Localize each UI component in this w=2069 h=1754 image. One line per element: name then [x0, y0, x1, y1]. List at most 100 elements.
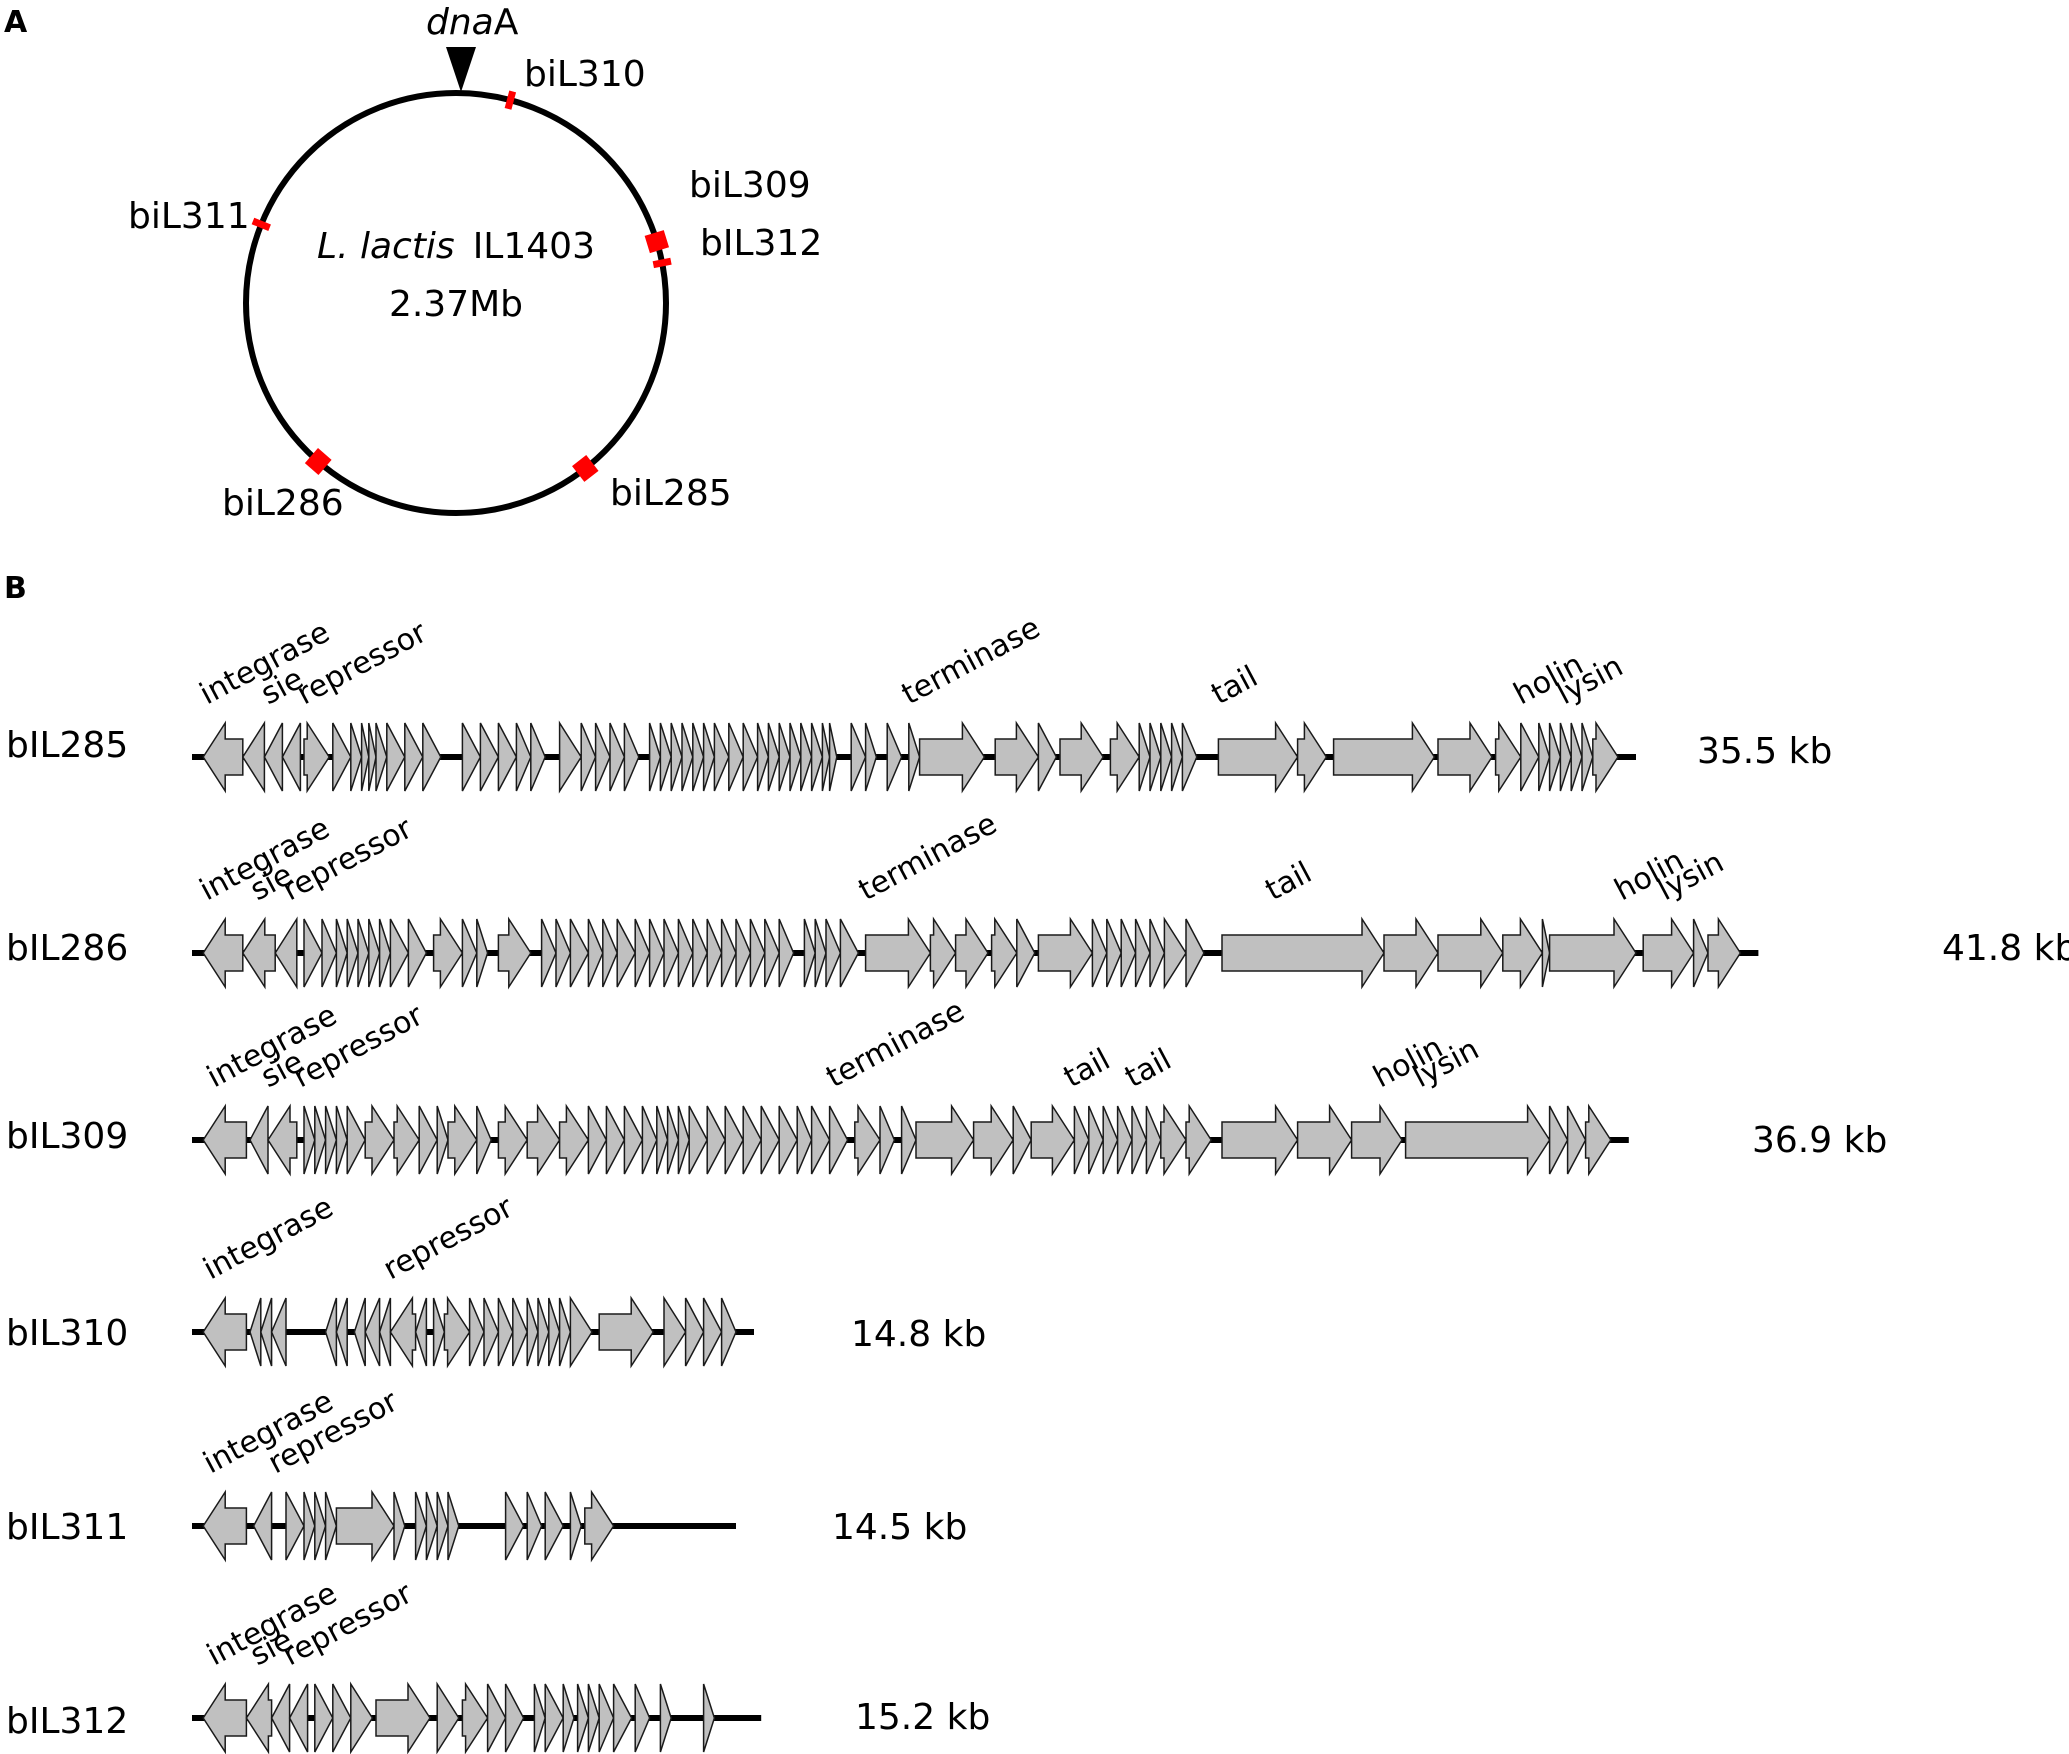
gene-arrow	[504, 1683, 525, 1753]
gene-arrow	[202, 1295, 248, 1369]
gene-arrow	[1116, 1105, 1133, 1175]
gene-arrow	[1296, 1103, 1353, 1177]
gene-arrow	[544, 1683, 565, 1753]
gene-arrow	[778, 1105, 799, 1175]
gene-arrow	[324, 1105, 338, 1175]
gene-arrow	[1548, 916, 1637, 990]
gene-arrow	[864, 722, 878, 792]
gene-arrow	[1538, 722, 1551, 792]
gene-arrow	[486, 1683, 507, 1753]
gene-arrow	[767, 722, 780, 792]
gene-arrow	[692, 722, 705, 792]
gene-arrow	[1548, 722, 1562, 792]
gene-arrow	[803, 918, 816, 988]
gene-arrow	[436, 1491, 449, 1561]
gene-arrow	[1350, 1103, 1403, 1177]
gene-arrow	[245, 1681, 273, 1754]
prophage-name-bil286: bIL286	[6, 928, 128, 969]
origin-gene-label: dnaA	[426, 2, 519, 43]
gene-arrow	[202, 1489, 248, 1563]
gene-arrow	[648, 918, 665, 988]
gene-arrow	[569, 1491, 582, 1561]
gene-arrow	[659, 722, 672, 792]
gene-arrow	[1642, 916, 1695, 990]
gene-arrow	[285, 1491, 305, 1561]
gene-arrow	[1570, 722, 1583, 792]
site-mark-bil311	[251, 217, 271, 231]
gene-arrow	[404, 722, 424, 792]
gene-label-tail: tail	[1119, 1042, 1177, 1095]
gene-arrow	[360, 722, 370, 792]
gene-arrow	[742, 722, 759, 792]
gene-arrow	[1592, 720, 1619, 794]
gene-arrow	[728, 722, 745, 792]
gene-arrow	[357, 918, 370, 988]
gene-arrow	[202, 916, 244, 990]
gene-label-tail: tail	[1260, 855, 1318, 908]
gene-arrow	[584, 1489, 615, 1563]
gene-arrow	[303, 1105, 316, 1175]
gene-arrow	[580, 722, 597, 792]
gene-arrow	[1012, 1105, 1033, 1175]
gene-arrow	[1120, 918, 1137, 988]
gene-arrow	[735, 918, 752, 988]
gene-arrow	[663, 1295, 687, 1369]
prophage-name-bil312: bIL312	[6, 1701, 128, 1742]
gene-arrow	[1145, 1105, 1162, 1175]
gene-arrow	[512, 1297, 529, 1367]
gene-arrow	[364, 1103, 395, 1177]
gene-arrow	[461, 1681, 489, 1754]
gene-arrow	[972, 1103, 1015, 1177]
gene-arrow	[850, 722, 867, 792]
origin-gene-italic: dna	[426, 2, 494, 43]
gene-arrow	[252, 1491, 273, 1561]
gene-arrow	[681, 722, 694, 792]
site-label-bil285: biL285	[610, 473, 732, 514]
gene-arrow	[1091, 918, 1108, 988]
gene-arrow	[1181, 722, 1198, 792]
gene-arrow	[692, 918, 709, 988]
gene-arrow	[569, 1295, 593, 1369]
gene-arrow	[1221, 1103, 1299, 1177]
gene-arrow	[389, 918, 410, 988]
gene-arrow	[713, 722, 730, 792]
gene-arrow	[497, 1103, 529, 1177]
gene-arrow	[908, 722, 921, 792]
gene-arrow	[1332, 720, 1436, 794]
gene-arrow	[839, 918, 860, 988]
gene-arrow	[548, 1297, 561, 1367]
gene-arrow	[321, 918, 338, 988]
gene-arrow	[544, 1491, 565, 1561]
gene-arrow	[677, 1105, 690, 1175]
gene-arrow	[418, 1105, 439, 1175]
gene-arrow	[1185, 1103, 1213, 1177]
gene-arrow	[764, 918, 781, 988]
gene-arrow	[335, 918, 348, 988]
prophage-size-bil312: 15.2 kb	[855, 1697, 990, 1738]
gene-arrow	[684, 1297, 705, 1367]
gene-arrow	[303, 720, 331, 794]
prophage-name-bil311: bIL311	[6, 1507, 128, 1548]
gene-arrow	[260, 1297, 273, 1367]
gene-label-terminase: terminase	[821, 993, 971, 1095]
gene-arrow	[1707, 916, 1742, 990]
gene-arrow	[335, 1297, 348, 1367]
gene-arrow	[540, 918, 557, 988]
gene-arrow	[742, 1105, 763, 1175]
gene-arrow	[1160, 722, 1173, 792]
gene-label-terminase: terminase	[853, 806, 1003, 908]
gene-arrow	[526, 1297, 539, 1367]
gene-arrow	[497, 916, 532, 990]
gene-arrow	[1584, 1103, 1612, 1177]
gene-arrow	[814, 918, 827, 988]
gene-arrow	[461, 722, 482, 792]
gene-arrow	[702, 722, 716, 792]
gene-arrow	[609, 722, 626, 792]
gene-arrow	[504, 1491, 525, 1561]
gene-arrow	[303, 1491, 316, 1561]
site-mark-bil312	[652, 257, 672, 269]
site-mark-bil310	[504, 90, 517, 110]
panel-a-letter: A	[4, 5, 28, 40]
gene-arrow	[447, 1103, 478, 1177]
gene-arrow	[1037, 916, 1094, 990]
